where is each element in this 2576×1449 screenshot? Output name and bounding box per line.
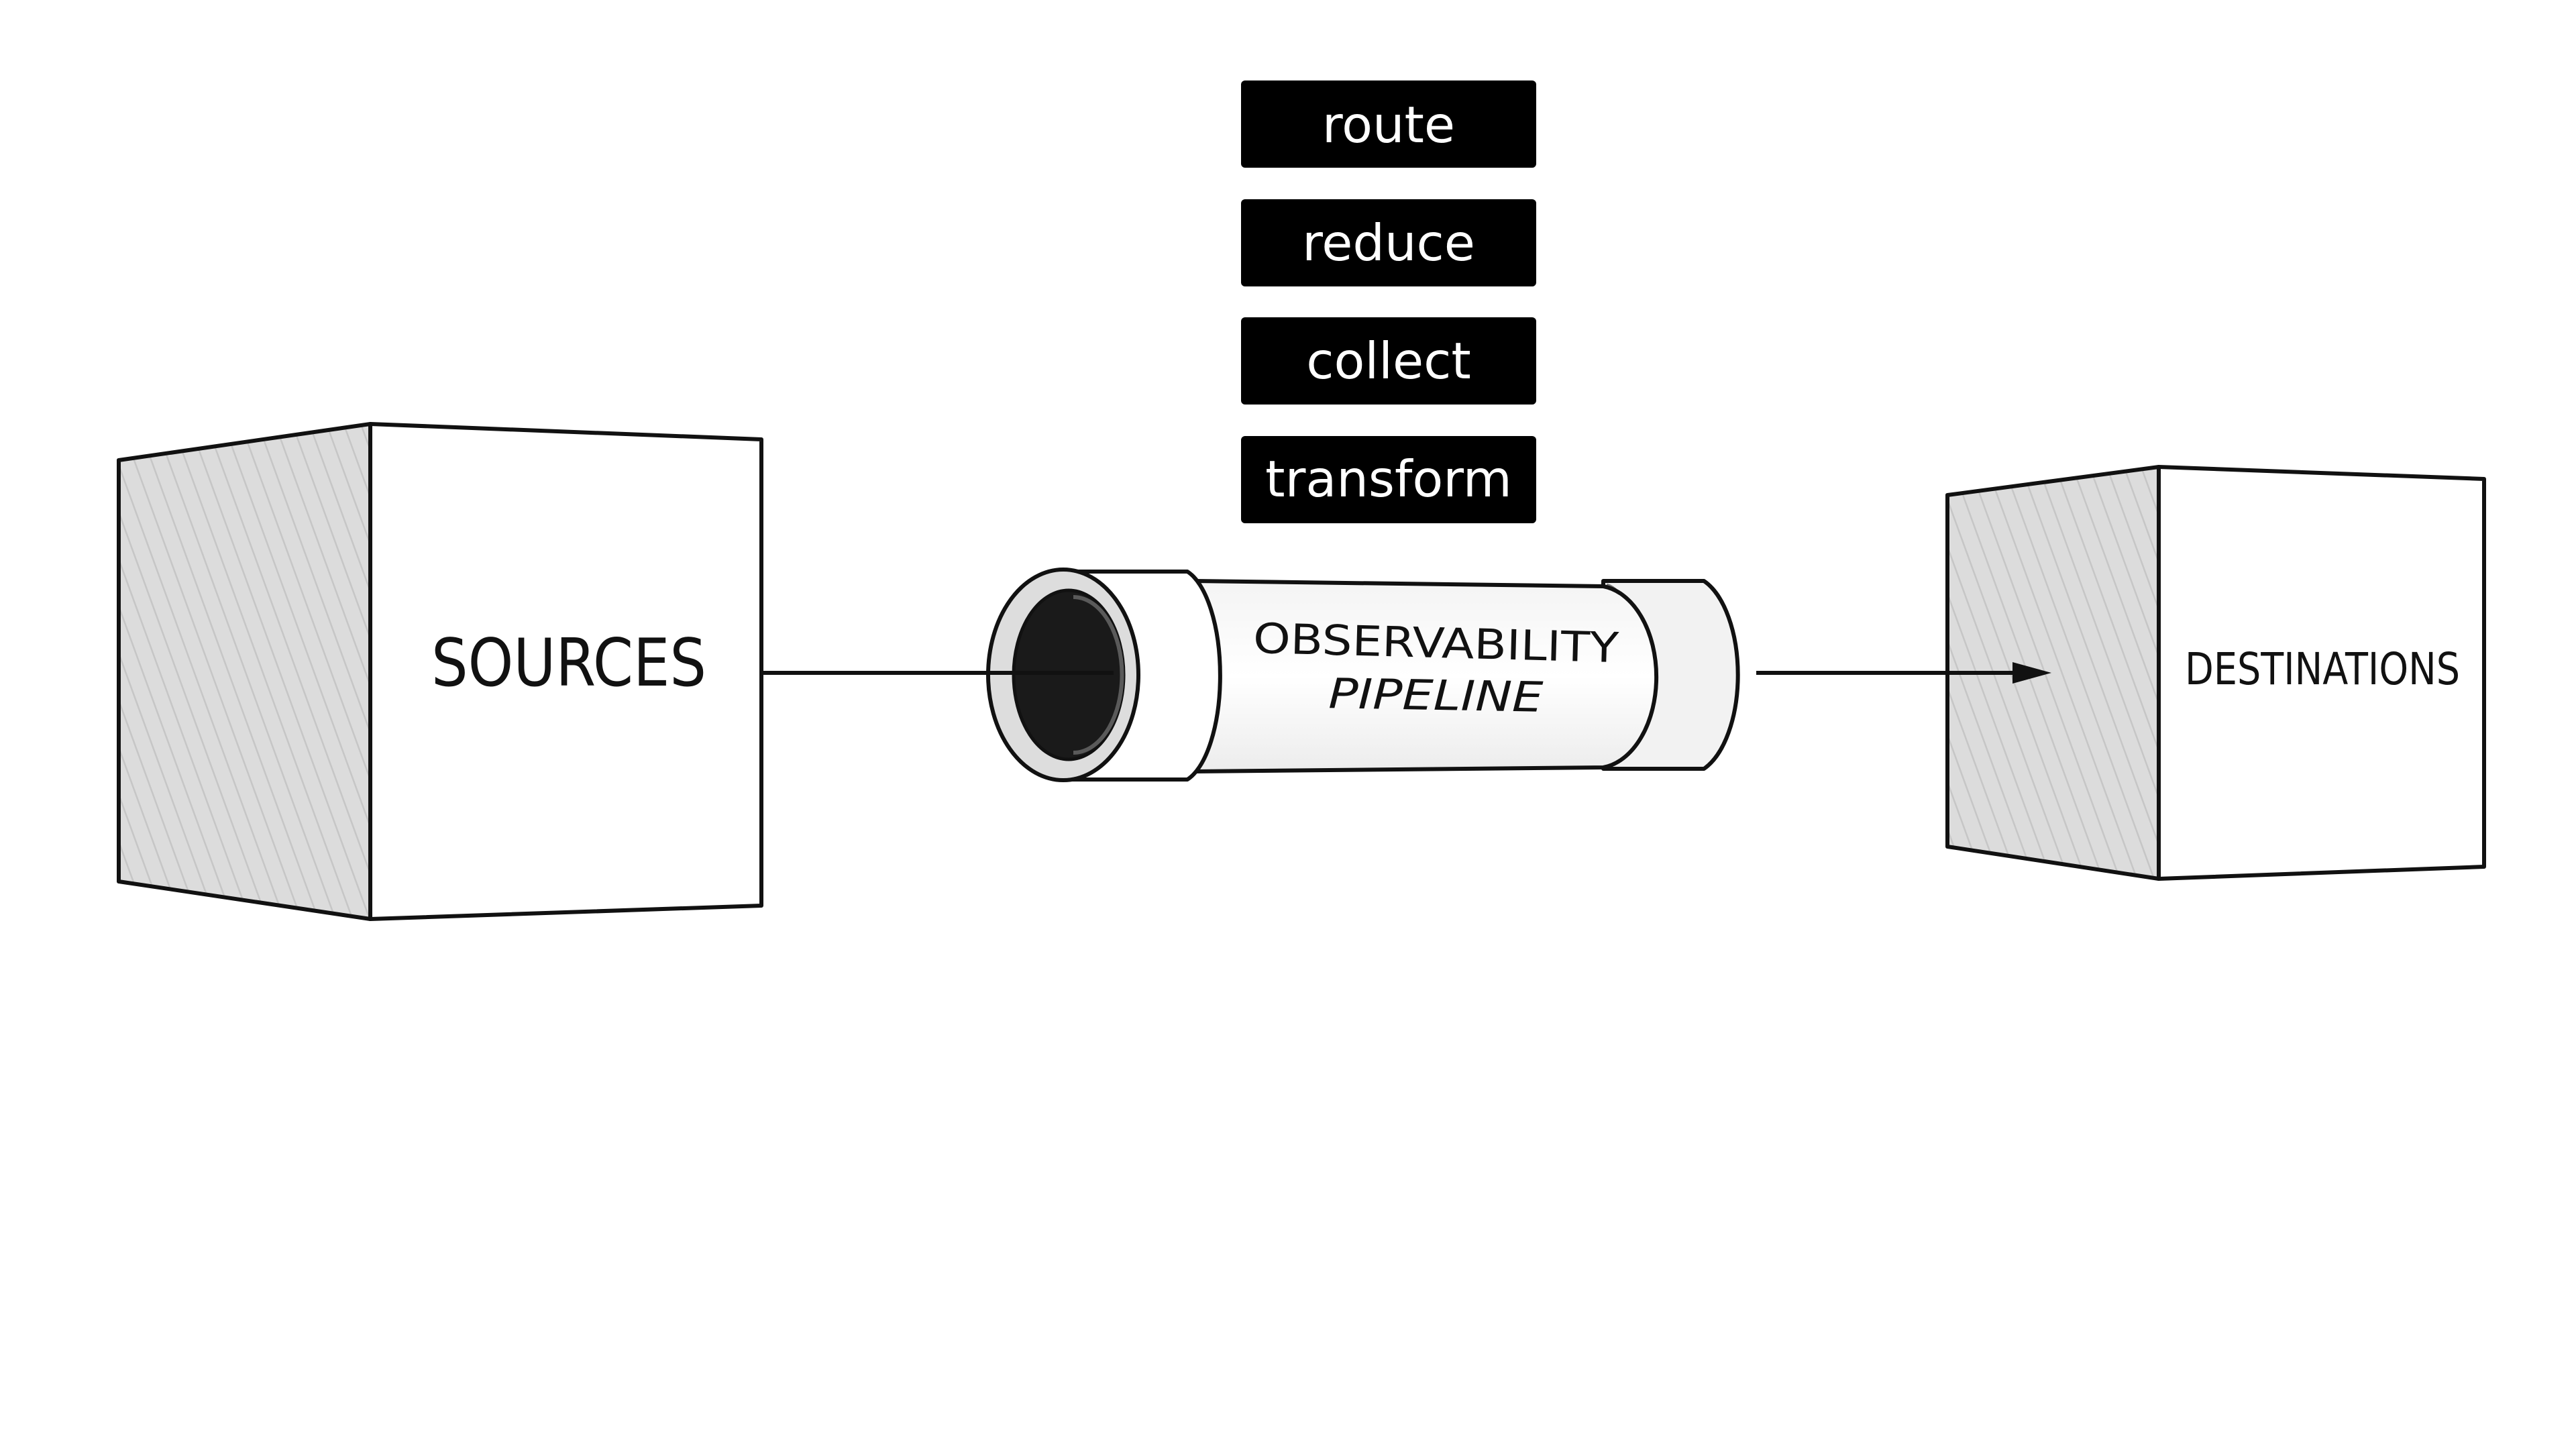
operation-reduce-label: reduce [1302,213,1475,272]
destinations-label: DESTINATIONS [2185,643,2460,695]
operation-reduce: reduce [1241,199,1536,286]
sources-cube: SOURCES [117,422,763,921]
pipe-opening-inner-shade [1073,595,1124,755]
observability-pipeline: OBSERVABILITY PIPELINE [986,568,1740,782]
operation-collect-box [1241,317,1536,405]
pipeline-label-line2: PIPELINE [1328,669,1544,722]
operation-route-box [1241,80,1536,168]
pipeline-label-line1: OBSERVABILITY [1252,614,1619,672]
operation-route: route [1241,80,1536,168]
sources-label: SOURCES [431,625,706,702]
operation-reduce-box [1241,199,1536,286]
sources-cube-front [368,422,763,921]
sources-cube-side [117,422,372,921]
pipe-body [1192,579,1659,773]
destinations-cube-front [2157,465,2486,881]
operation-transform-label: transform [1265,449,1512,508]
operation-transform: transform [1241,436,1536,523]
destinations-cube: DESTINATIONS [1945,465,2486,881]
operation-route-label: route [1322,95,1455,154]
operation-collect-label: collect [1306,331,1471,390]
operation-collect: collect [1241,317,1536,405]
operation-transform-box [1241,436,1536,523]
flow-arrowhead [2012,662,2051,684]
